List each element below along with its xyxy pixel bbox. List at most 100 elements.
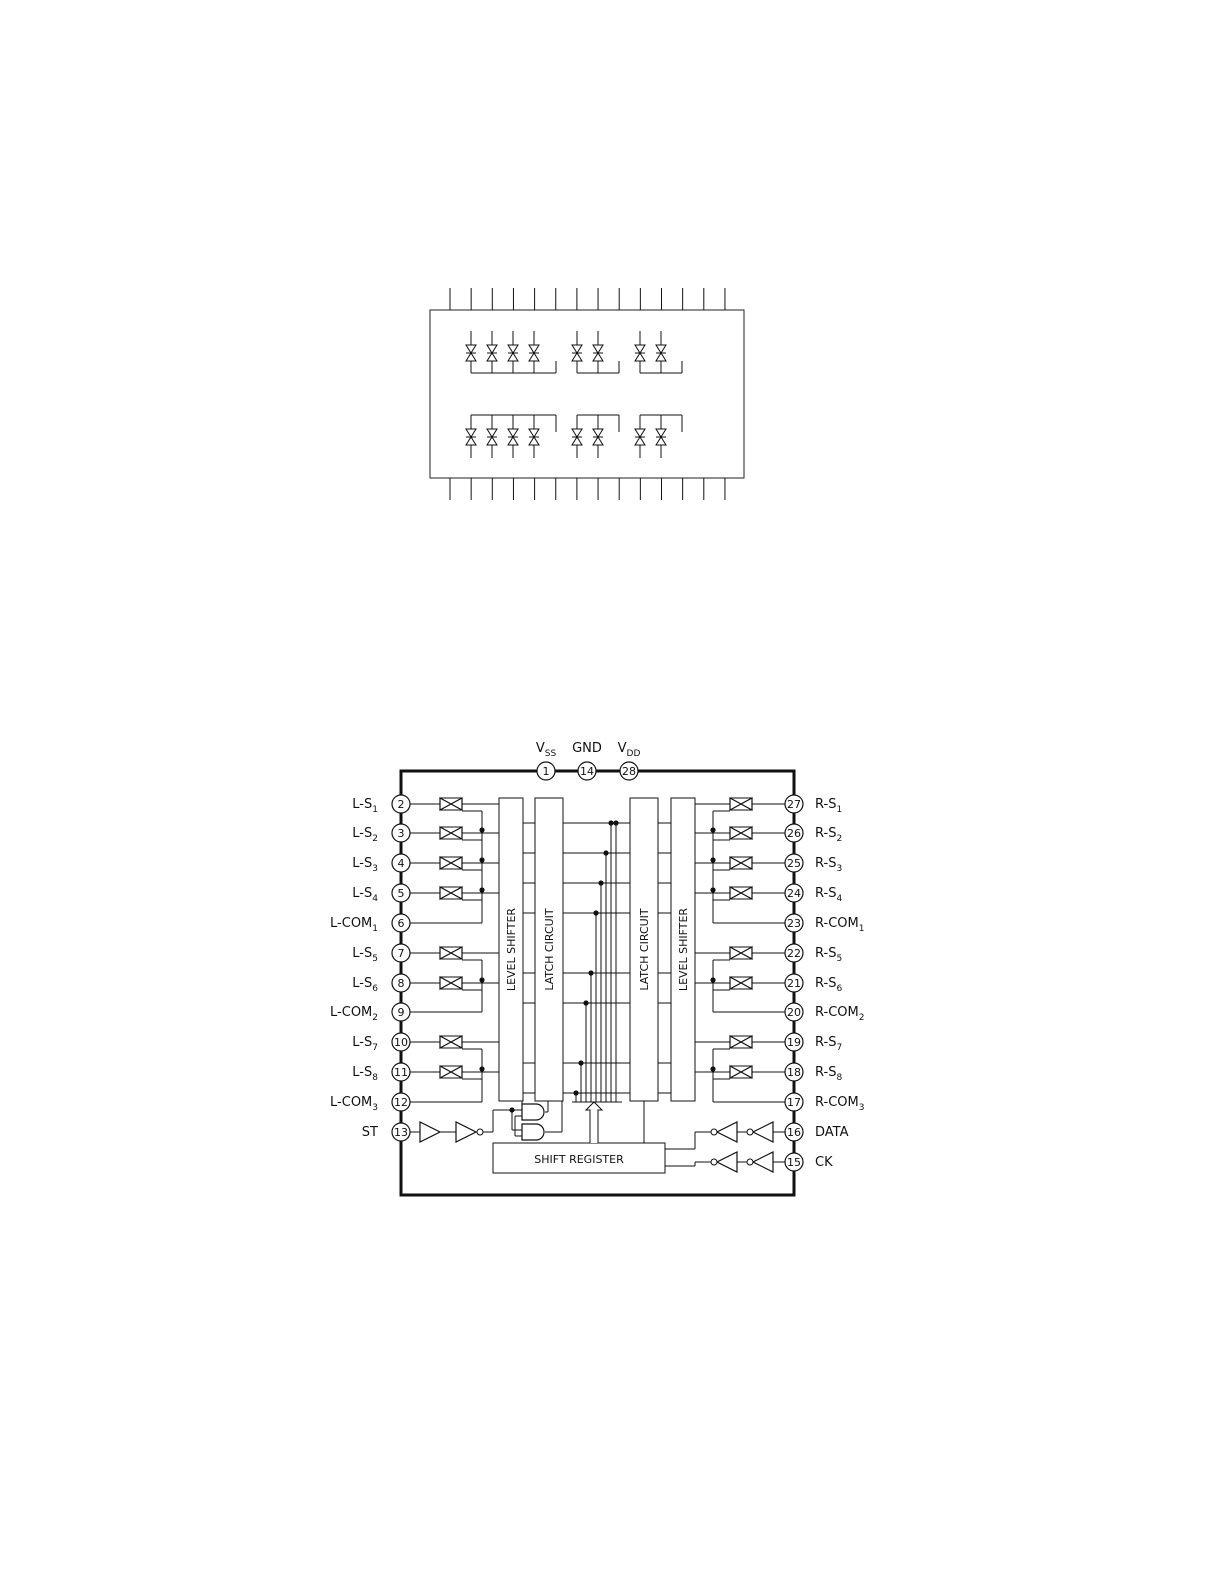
analog-switch-icon [466,429,476,445]
left-pin: 11 L-S8 [352,1063,410,1083]
block-label: SHIFT REGISTER [534,1153,624,1166]
left-switch-group [410,798,499,923]
switch-triangles [440,827,462,839]
analog-switch-icon [440,1036,462,1048]
pin-number: 10 [394,1036,408,1049]
pin-label: R-S1 [815,797,842,815]
junction-dot [479,827,484,832]
pin-number: 12 [394,1096,408,1109]
pin-number: 27 [787,798,801,811]
pin-number: 13 [394,1126,408,1139]
analog-switch-icon [440,977,462,989]
analog-switch-icon [487,345,497,361]
pin-label: R-COM3 [815,1095,864,1113]
analog-switch-icon [593,345,603,361]
analog-switch-icon [508,429,518,445]
pin-label: R-S2 [815,826,842,844]
junction-dot [608,820,613,825]
inverter-triangle [456,1122,476,1142]
junction-dot [578,1060,583,1065]
pin-label: L-S7 [352,1035,378,1053]
analog-switch-icon [529,345,539,361]
switch-triangles [730,977,752,989]
inverter-bubble [747,1129,753,1135]
analog-switch-icon [487,429,497,445]
analog-switch-icon [730,887,752,899]
pin-label: R-S5 [815,946,842,964]
data-input-chain [665,1122,785,1149]
analog-switch-icon [730,827,752,839]
junction-dot [710,1066,715,1071]
left-pin: 5L-S4 [352,884,410,904]
junction-dot [479,1066,484,1071]
switch-triangles [730,827,752,839]
inverter-bubble [711,1159,717,1165]
pin-label: L-S8 [352,1065,378,1083]
inverter-triangle [717,1122,737,1142]
block-level-shifter-right: LEVEL SHIFTER [671,798,695,1101]
package-body [430,310,744,478]
left-switch-group [410,947,499,1012]
pin-number: 23 [787,917,801,930]
switch-triangles [440,1036,462,1048]
pin-number: 24 [787,887,801,900]
pin-number: 11 [394,1066,408,1079]
analog-switch-icon [440,1066,462,1078]
package-outline-figure [430,288,744,500]
power-pin: 28VDD [618,741,641,780]
pin-number: 1 [543,765,550,778]
right-pin: 25R-S3 [785,854,842,874]
junction-dot [603,850,608,855]
switch-triangles [440,977,462,989]
junction-dot [710,977,715,982]
pin-label: L-COM2 [330,1005,378,1023]
switch-triangles [730,947,752,959]
and-gate [522,1104,544,1120]
junction-dot [593,910,598,915]
left-pin: 2 L-S1 [352,795,410,815]
right-pin: 18R-S8 [785,1063,842,1083]
analog-switch-icon [440,887,462,899]
right-pin: 23 R-COM1 [785,914,864,934]
analog-switch-icon [440,798,462,810]
switch-triangles [730,887,752,899]
block-level-shifter-left: LEVEL SHIFTER [499,798,523,1101]
pin-number: 2 [398,798,405,811]
analog-switch-icon [572,429,582,445]
pin-label: L-S1 [352,797,378,815]
pin-number: 9 [398,1006,405,1019]
bus-arrow [586,1102,602,1143]
switch-triangles [440,798,462,810]
analog-switch-icon [572,345,582,361]
pin-number: 3 [398,827,405,840]
analog-switch-icon [730,1066,752,1078]
analog-switch-icon [656,345,666,361]
switch-triangles [730,798,752,810]
block-label: LEVEL SHIFTER [505,908,518,991]
pin-number: 16 [787,1126,801,1139]
analog-switch-icon [730,1036,752,1048]
block-shift-register: SHIFT REGISTER [493,1143,665,1173]
pin-number: 14 [580,765,594,778]
right-switch-group [695,947,785,1012]
pin-label: ST [362,1125,378,1140]
left-pin: 12L-COM3 [330,1093,410,1113]
junction-dot [583,1000,588,1005]
right-pin: 27 R-S1 [785,795,842,815]
pin-label: R-COM1 [815,916,864,934]
ck-input-chain [665,1152,785,1172]
switch-triangles [730,1066,752,1078]
block-label: LEVEL SHIFTER [677,908,690,991]
st-input-chain [410,1101,562,1142]
pin-label: DATA [815,1125,849,1140]
pin-number: 17 [787,1096,801,1109]
pin-label: L-S2 [352,826,378,844]
junction-dot [598,880,603,885]
left-switch-group [410,1036,499,1102]
switch-triangles [440,947,462,959]
left-pin: 6L-COM1 [330,914,410,934]
analog-switch-icon [440,827,462,839]
block-label: LATCH CIRCUIT [543,908,556,991]
